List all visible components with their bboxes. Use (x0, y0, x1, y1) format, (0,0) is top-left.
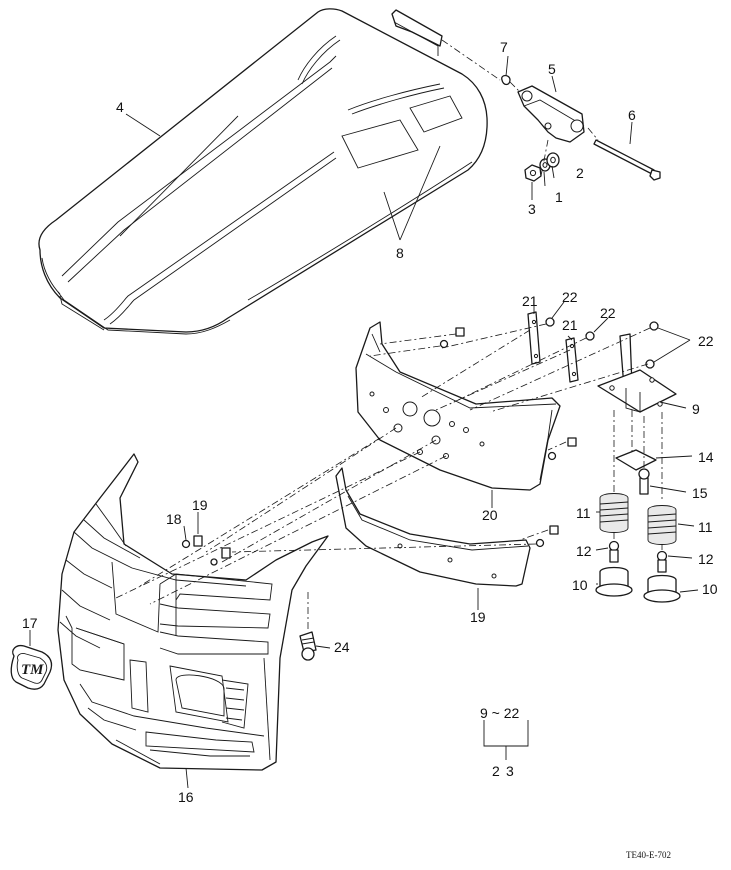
callout-15: 16 (178, 789, 194, 805)
grille-fasteners (181, 535, 317, 661)
callout-22-left: 22 (562, 289, 578, 305)
callout-5: 5 (548, 61, 556, 77)
callout-6: 6 (628, 107, 636, 123)
legend-variant-a: 2 (492, 763, 500, 779)
variant-legend (483, 720, 529, 760)
hood-panel (38, 8, 488, 335)
emblem-text: TM (21, 662, 44, 678)
callout-9: 9 (692, 401, 700, 417)
callout-10-right: 10 (702, 581, 718, 597)
callout-3: 3 (528, 201, 536, 217)
callout-17: 18 (166, 511, 182, 527)
callout-12-right: 12 (698, 551, 714, 567)
callout-22-middle: 22 (600, 305, 616, 321)
callout-10-left: 10 (572, 577, 588, 593)
leader-lines (29, 55, 699, 789)
callout-20: 20 (482, 507, 498, 523)
stay-brackets (527, 311, 579, 383)
callout-12-left: 12 (576, 543, 592, 559)
legend-range: 9 ~ 22 (480, 705, 520, 721)
front-grille (57, 453, 329, 771)
callout-19: 19 (470, 609, 486, 625)
callout-1: 1 (555, 189, 563, 205)
callout-2: 2 (576, 165, 584, 181)
callout-7: 7 (500, 39, 508, 55)
callout-21-lower: 21 (562, 317, 578, 333)
callout-22-right: 22 (698, 333, 714, 349)
callout-24: 24 (334, 639, 350, 655)
callout-11-right: 11 (698, 519, 713, 535)
upper-inner-panel (355, 321, 561, 491)
callout-21-upper: 21 (522, 293, 538, 309)
callout-labels: 4 7 5 6 2 1 3 8 21 22 22 21 22 9 14 15 1… (22, 39, 718, 860)
drawing-code: TE40-E-702 (626, 850, 671, 860)
mount-springs-left (595, 493, 633, 597)
mount-springs-right (643, 505, 681, 603)
alignment-lines (115, 323, 663, 630)
callout-13: 14 (698, 449, 714, 465)
callout-8: 8 (396, 245, 404, 261)
callout-4: 4 (116, 99, 124, 115)
callout-11-left: 11 (576, 505, 591, 521)
callout-16: 17 (22, 615, 38, 631)
support-stand (597, 333, 677, 495)
legend-variant-b: 3 (506, 763, 514, 779)
bolts-and-clips (439, 317, 659, 548)
hinge-bracket-assembly (441, 39, 661, 182)
callout-14: 15 (692, 485, 708, 501)
lower-inner-panel (335, 467, 531, 587)
emblem-badge: TM (10, 644, 53, 690)
callout-18: 19 (192, 497, 208, 513)
